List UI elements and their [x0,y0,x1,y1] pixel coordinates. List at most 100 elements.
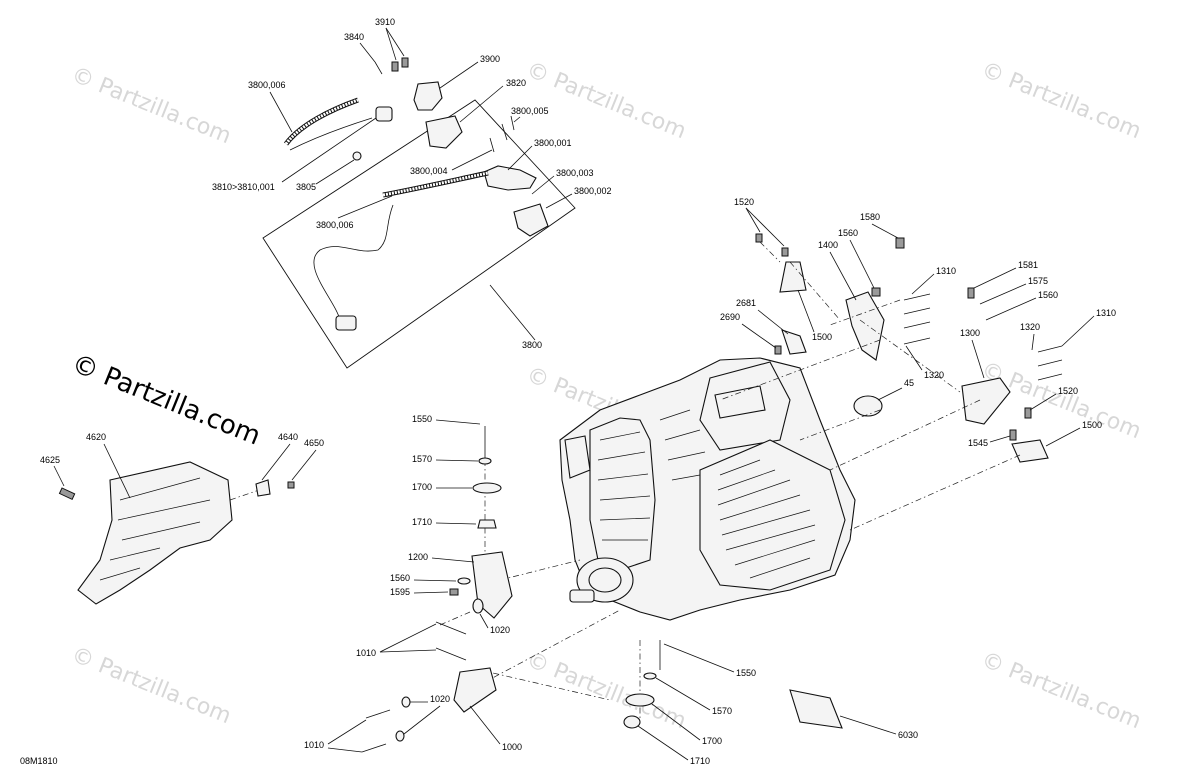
washer-1570-b [643,672,657,680]
cylinder-head [589,417,656,571]
rear-bracket [58,461,295,605]
watermark: © Partzilla.com [68,642,235,729]
output-shaft [569,589,595,603]
label-1570: 1570 [412,454,432,464]
label-1500b: 1500 [1082,420,1102,430]
throttle-labels: 3910 3840 3900 3820 3800,006 3800,005 38… [212,17,612,350]
label-1700: 1700 [412,482,432,492]
bracket-1000 [453,667,497,713]
label-1200: 1200 [408,552,428,562]
label-4620: 4620 [86,432,106,442]
screw-3910 [391,61,399,72]
washer-1020-c [395,730,405,742]
nut-1710-b [623,715,641,729]
label-1560: 1560 [838,228,858,238]
label-3910: 3910 [375,17,395,27]
nut-1595 [449,588,459,596]
label-1560b: 1560 [1038,290,1058,300]
label-1710: 1710 [412,517,432,527]
label-3800-003: 3800,003 [556,168,594,178]
label-3805: 3805 [296,182,316,192]
label-3800-006: 3800,006 [248,80,286,90]
label-3900: 3900 [480,54,500,64]
left-labels: 4620 4640 4650 4625 1550 1570 1700 1710 … [40,414,918,766]
label-2681: 2681 [736,298,756,308]
label-1700b: 1700 [702,736,722,746]
label-1710b: 1710 [690,756,710,766]
connector-3810 [375,106,393,122]
label-6030: 6030 [898,730,918,740]
washer-1570 [478,457,492,465]
washer-1020 [472,598,484,614]
label-1400: 1400 [818,240,838,250]
label-1300: 1300 [960,328,980,338]
washer-1020-b [401,696,411,708]
washer-1700-b [625,693,655,707]
label-3810: 3810>3810,001 [212,182,275,192]
screw-3910 [401,57,409,68]
right-labels: 1520 1580 1560 1400 1310 1581 1575 1560 … [720,197,1116,448]
label-1320: 1320 [1020,322,1040,332]
label-3800-005: 3800,005 [511,106,549,116]
screw-1520-b [1024,407,1032,419]
valve-cover-plate [714,385,766,419]
clip-3805 [352,151,362,161]
label-1020b: 1020 [430,694,450,704]
label-4640: 4640 [278,432,298,442]
label-3800-006b: 3800,006 [316,220,354,230]
clamp-3900 [413,81,443,111]
watermark: © Partzilla.com [68,62,235,149]
watermark: © Partzilla.com [978,57,1145,144]
throttle-assembly-frame [262,99,576,369]
label-1581: 1581 [1018,260,1038,270]
engine-block [559,357,856,621]
oring-45 [853,395,883,417]
bracket-3800-002 [513,203,549,237]
label-3800: 3800 [522,340,542,350]
washer-1700 [472,482,502,494]
label-4625: 4625 [40,455,60,465]
label-1500: 1500 [812,332,832,342]
label-1020: 1020 [490,625,510,635]
screw-1520 [755,233,763,243]
diagram-code: 08M1810 [20,756,58,766]
label-1545: 1545 [968,438,988,448]
nut-1560 [871,287,881,297]
pin-2690 [774,345,782,355]
label-1570b: 1570 [712,706,732,716]
label-1580: 1580 [860,212,880,222]
watermark: © Partzilla.com [978,647,1145,734]
starter [564,435,591,479]
watermark: © Partzilla.com [523,57,690,144]
bracket-1400 [845,291,885,361]
nut-1710 [477,519,497,529]
label-2690: 2690 [720,312,740,322]
front-mounts [361,426,843,753]
throttle-lever-3800-001 [483,165,537,191]
housing-3820 [425,115,463,149]
bracket-4620 [77,461,233,605]
mount-1500-b [1011,439,1049,463]
bracket-1300 [961,377,1011,425]
label-1320b: 1320 [924,370,944,380]
pin-4625 [58,487,76,501]
label-1010: 1010 [356,648,376,658]
label-1575: 1575 [1028,276,1048,286]
mount-1500 [779,261,807,293]
label-1560c: 1560 [390,573,410,583]
screw-1520 [781,247,789,257]
label-1550b: 1550 [736,668,756,678]
label-3840: 3840 [344,32,364,42]
gasket-2681 [781,329,807,355]
label-1010b: 1010 [304,740,324,750]
heat-shield-6030 [789,689,843,729]
output-flange-inner [588,567,622,593]
label-1000: 1000 [502,742,522,752]
label-3800-001: 3800,001 [534,138,572,148]
label-1520b: 1520 [1058,386,1078,396]
label-1595: 1595 [390,587,410,597]
screw-1580 [895,237,905,249]
label-1550: 1550 [412,414,432,424]
clip-4640 [255,479,271,497]
